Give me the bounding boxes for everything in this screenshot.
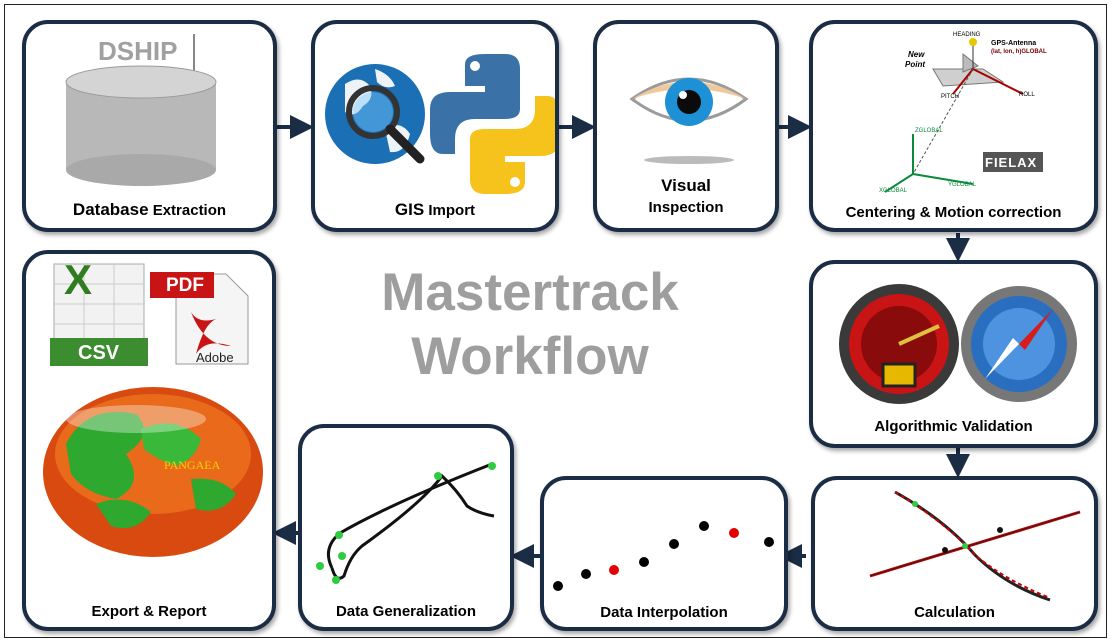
annotation-z-global: ZGLOBAL — [915, 128, 943, 134]
pangaea-label: PANGAEA — [164, 458, 221, 472]
calculation-label: Calculation — [914, 604, 995, 621]
algorithmic-icons — [839, 284, 1077, 404]
pdf-icon — [150, 272, 249, 365]
annotation-pitch: PITCH — [941, 94, 959, 100]
calculation-chart — [869, 490, 1081, 602]
step-data-generalization: Data Generalization — [298, 424, 514, 631]
globe-icon — [325, 64, 425, 164]
export-icons: X — [43, 256, 263, 557]
gis-label-bold: GIS — [394, 200, 425, 219]
centering-label: Centering & Motion correction — [845, 204, 1062, 221]
interpolation-points — [553, 521, 774, 591]
database-icon — [65, 34, 217, 186]
algorithmic-label: Algorithmic Validation — [874, 418, 1033, 435]
interpolation-label: Data Interpolation — [600, 604, 728, 621]
step-calculation: Calculation — [811, 476, 1098, 631]
annotation-point: Point — [905, 60, 925, 69]
pdf-label: PDF — [166, 275, 204, 296]
visual-label-line1: Visual — [661, 176, 711, 195]
dship-label: DSHIP — [98, 36, 178, 66]
step-database-extraction: DSHIP Database Extraction — [22, 20, 277, 232]
annotation-new: New — [908, 50, 925, 59]
gis-label-rest: Import — [424, 202, 476, 219]
visual-label-line2: Inspection — [648, 199, 724, 216]
annotation-roll: ROLL — [1019, 92, 1035, 98]
database-label-bold: Database — [72, 200, 149, 219]
generalization-label: Data Generalization — [335, 603, 477, 620]
gis-icons — [325, 54, 555, 194]
diagram-frame — [4, 4, 1107, 638]
compass-icon — [961, 286, 1077, 402]
step-data-interpolation: Data Interpolation — [540, 476, 788, 631]
annotation-x-global: XGLOBAL — [879, 188, 908, 194]
step-gis-label: GIS Import — [315, 200, 555, 220]
eye-icon — [629, 77, 749, 164]
step-export-report: X CSV PDF Adobe PANGAEA Export & Report — [22, 250, 276, 631]
python-icon — [430, 54, 555, 194]
annotation-gps-coords: (lat, lon, h)GLOBAL — [991, 49, 1047, 55]
fielax-logo: FIELAX — [985, 155, 1038, 170]
workflow-title-line1: Mastertrack — [381, 263, 679, 322]
step-gis-import: GIS Import — [311, 20, 559, 232]
export-label: Export & Report — [91, 603, 207, 620]
csv-label: CSV — [78, 342, 120, 364]
annotation-y-global: YGLOBAL — [948, 182, 977, 188]
generalization-lines — [316, 462, 496, 584]
step-algorithmic-validation: Algorithmic Validation — [809, 260, 1098, 448]
annotation-gps-antenna: GPS-Antenna — [991, 40, 1037, 47]
adobe-label: Adobe — [196, 350, 234, 365]
annotation-heading: HEADING — [953, 32, 981, 38]
database-label-rest: Extraction — [148, 202, 227, 219]
step-centering-motion: HEADING GPS-Antenna (lat, lon, h)GLOBAL … — [809, 20, 1098, 232]
workflow-title-line2: Workflow — [411, 327, 649, 386]
spreadsheet-icon: X — [50, 256, 148, 366]
pangaea-icon — [43, 387, 263, 557]
svg-text:X: X — [64, 256, 92, 303]
step-database-label: Database Extraction — [26, 200, 273, 220]
step-visual-inspection: Visual Inspection — [593, 20, 779, 232]
speedometer-icon — [839, 284, 959, 404]
ship-axes-icon — [884, 38, 1043, 193]
